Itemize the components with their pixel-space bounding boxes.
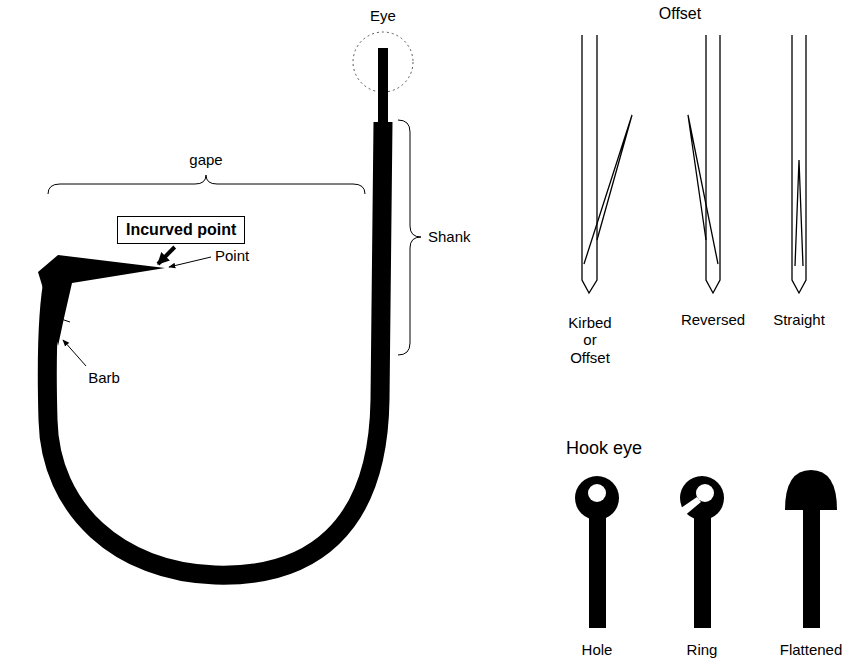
label-text: Flattened	[780, 641, 843, 658]
hook-point	[38, 255, 165, 346]
label-text: Eye	[370, 7, 396, 24]
hook-body	[47, 122, 383, 575]
label-text: Ring	[687, 641, 718, 658]
shank-brace	[398, 120, 421, 355]
barb-mark	[58, 318, 70, 322]
callout-box: Incurved point	[117, 216, 245, 244]
group-heading: Hook eye	[566, 438, 642, 459]
part-name: Shank	[428, 228, 471, 245]
variant-name: Ring	[687, 641, 718, 658]
callout-arrow	[158, 247, 175, 264]
label-text: gape	[189, 151, 222, 168]
box-text: Incurved point	[126, 221, 236, 238]
part-name: Eye	[370, 7, 396, 24]
group-heading: Offset	[659, 5, 701, 23]
label-text: Hook eye	[566, 438, 642, 458]
label-text: Offset	[659, 5, 701, 22]
variant-name: Straight	[773, 311, 825, 328]
label-text: Straight	[773, 311, 825, 328]
label-text: Barb	[88, 369, 120, 386]
point-leader	[169, 257, 211, 267]
flattened-eye	[785, 470, 837, 628]
ring-eye	[678, 476, 724, 628]
label-text: Reversed	[681, 311, 745, 328]
label-text: Shank	[428, 228, 471, 245]
dimension-name: gape	[189, 151, 222, 168]
label-text: Kirbed or Offset	[568, 314, 611, 366]
variant-name: Kirbed or Offset	[562, 314, 618, 366]
hole-eye	[575, 476, 619, 628]
label-text: Point	[215, 247, 249, 264]
gape-brace	[48, 175, 365, 194]
variant-name: Reversed	[681, 311, 745, 328]
variant-name: Hole	[582, 641, 613, 658]
reversed-hook	[688, 35, 720, 293]
kirbed-hook	[582, 35, 632, 293]
part-name: Point	[215, 247, 249, 264]
barb-leader	[63, 340, 86, 366]
variant-name: Flattened	[780, 641, 843, 658]
part-name: Barb	[88, 369, 120, 386]
straight-hook	[792, 35, 806, 293]
eye-stem	[378, 48, 388, 124]
label-text: Hole	[582, 641, 613, 658]
